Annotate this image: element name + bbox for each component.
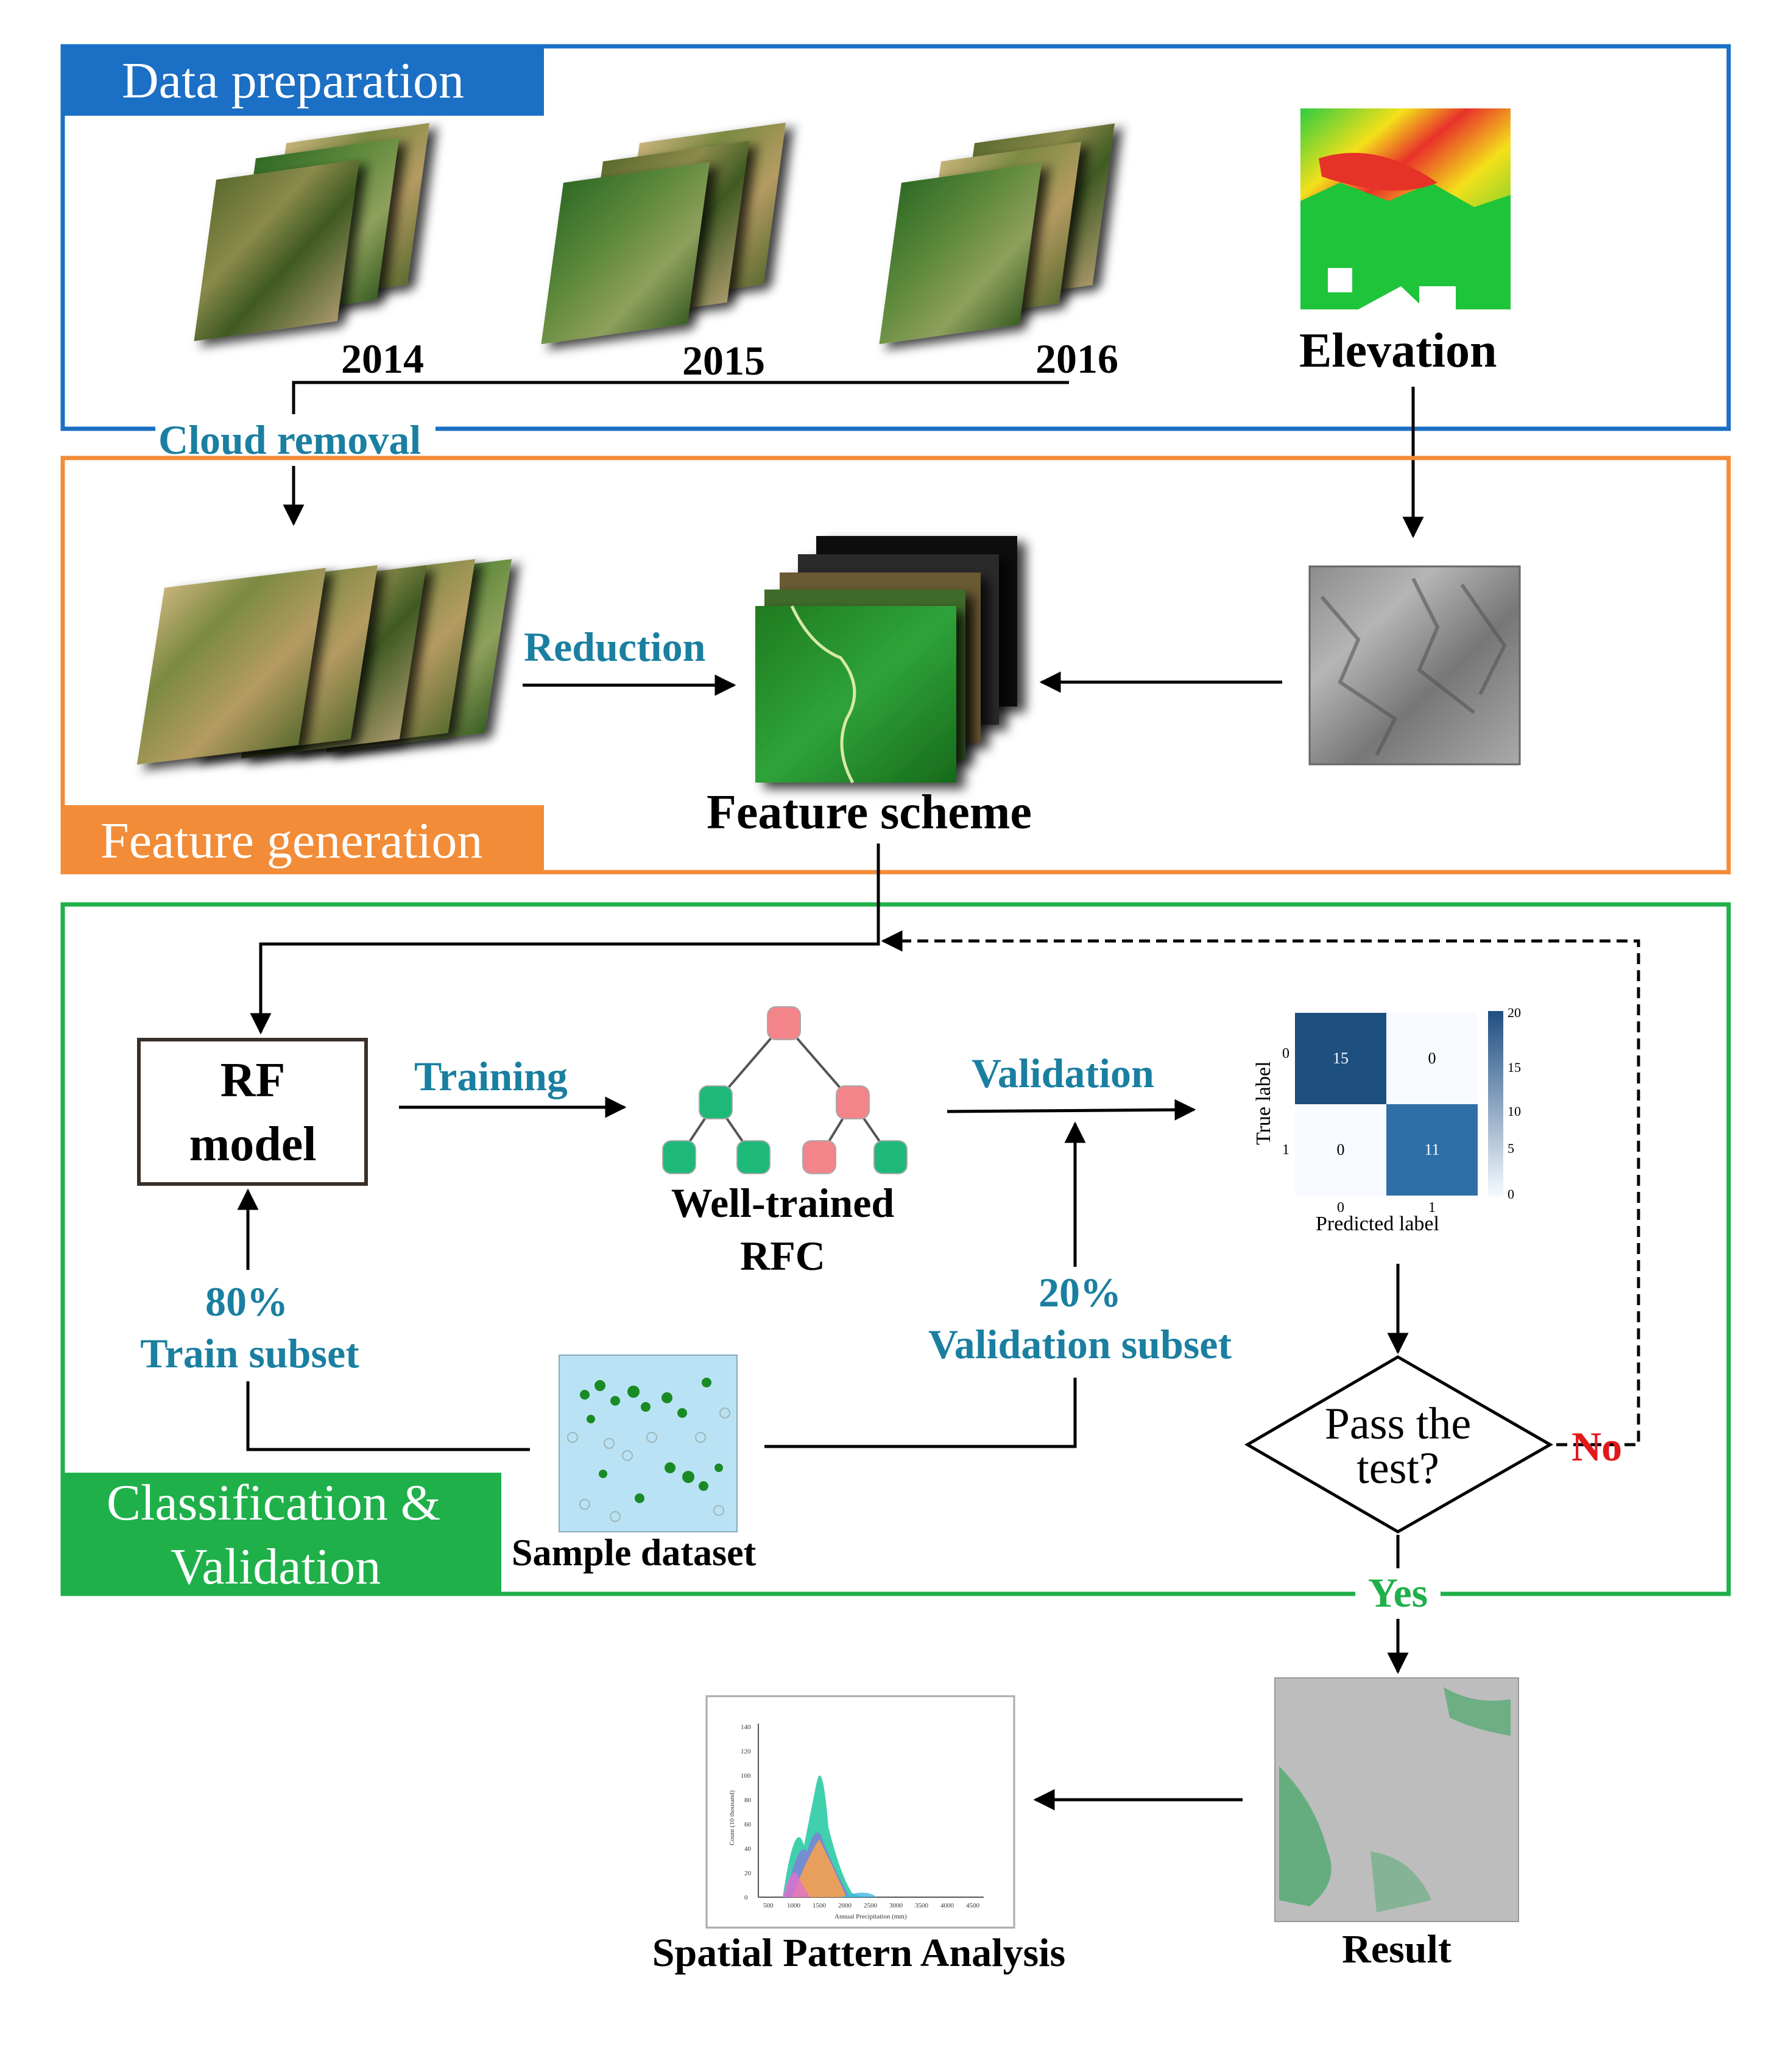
cm-value-10: 0 [1337,1141,1345,1158]
histogram-y-ticks: 0 20 40 60 80 100 120 140 [741,1724,752,1901]
decision-diamond[interactable] [1244,1355,1554,1534]
year-2015: 2015 [682,337,765,384]
yes-label-bg [1355,1570,1441,1618]
feature-to-rf-arrow [250,844,880,1035]
cm-cell-11 [1386,1104,1478,1196]
histogram-x-ticks: 500 1000 1500 2000 2500 3000 3500 4000 4… [763,1902,980,1909]
cm-cbar-tick-5: 5 [1508,1141,1514,1156]
cm-ylabel: True label [1252,1061,1275,1145]
hist-xtick: 3500 [915,1902,929,1909]
well-trained-label-line2: RFC [740,1233,825,1279]
cloud-removal-label-bg [155,417,436,463]
decision-label-line1: Pass the [1325,1399,1472,1449]
hillshade-image [1308,565,1521,766]
hist-ylabel: Count (10 thousand) [728,1790,736,1845]
hist-xtick: 1500 [813,1902,827,1909]
feature-generation-panel [60,456,1731,875]
image-stack-2016 [879,123,1115,345]
feature-generation-title: Feature generation [101,812,482,869]
cm-cbar-tick-15: 15 [1508,1060,1521,1075]
hist-ytick: 120 [741,1748,751,1755]
data-preparation-panel [60,44,1731,431]
elevation-map [1300,108,1511,309]
train-subset-label: Train subset [140,1330,359,1376]
validation-subset-line [764,1378,1077,1448]
hist-xtick: 4500 [966,1902,980,1909]
validation-subset-label: Validation subset [928,1321,1232,1367]
spatial-histogram [705,1695,1015,1929]
hist-ytick: 80 [744,1797,752,1804]
validation-arrow [947,1099,1196,1121]
hist-xtick: 4000 [940,1902,954,1909]
cm-cell-01 [1386,1013,1478,1104]
yes-label: Yes [1368,1570,1428,1616]
cloud-removal-bracket [292,381,1069,414]
train-percent-label: 80% [205,1278,288,1325]
training-label: Training [414,1053,568,1099]
cm-value-01: 0 [1428,1049,1436,1067]
hist-ytick: 40 [744,1845,752,1853]
cm-cell-00 [1295,1013,1386,1104]
rf-model-label-line2: model [189,1118,317,1171]
hist-xlabel: Annual Precipitation (mm) [834,1913,907,1920]
image-stack-2015 [541,122,786,345]
cm-cbar-tick-10: 10 [1508,1104,1521,1119]
rf-model-box[interactable] [137,1038,368,1186]
elevation-label: Elevation [1299,324,1497,378]
cm-col-tick-0: 0 [1337,1200,1344,1216]
year-2016: 2016 [1035,336,1118,382]
sample-dataset-label: Sample dataset [512,1532,757,1574]
feedback-dashed-arrow [881,930,1640,1446]
hist-xtick: 2000 [838,1902,852,1909]
well-trained-label-line1: Well-trained [671,1180,895,1226]
confusion-matrix: 15 0 0 11 0 1 0 1 True label Predicted l… [1252,1005,1521,1235]
hist-ytick: 60 [744,1821,752,1828]
hist-ytick: 100 [741,1772,751,1780]
hist-xtick: 1000 [787,1902,801,1909]
result-label: Result [1342,1927,1452,1971]
hist-ytick: 20 [744,1870,752,1877]
hist-xtick: 3000 [889,1902,903,1909]
reduction-label: Reduction [524,624,705,670]
cm-colorbar [1488,1011,1503,1197]
classification-title-box [63,1473,501,1594]
data-preparation-title: Data preparation [122,52,464,109]
train-subset-line [246,1381,530,1451]
image-stack-2014 [194,122,429,342]
cloud-removed-image-stack [136,559,512,765]
decision-label-line2: test? [1356,1443,1439,1493]
validation-label: Validation [972,1050,1154,1096]
cloud-removal-label: Cloud removal [158,417,421,463]
cm-cbar-tick-20: 20 [1508,1005,1521,1020]
hist-xtick: 2500 [864,1902,878,1909]
result-map [1274,1677,1519,1922]
cm-row-tick-1: 1 [1282,1142,1289,1158]
rf-model-label-line1: RF [220,1054,286,1107]
cm-row-tick-0: 0 [1282,1046,1289,1062]
cm-cbar-tick-0: 0 [1508,1186,1514,1202]
decision-tree-icon [662,1006,908,1174]
spatial-analysis-label: Spatial Pattern Analysis [652,1931,1065,1975]
sample-dataset-map [559,1355,738,1532]
feature-scheme-stack [755,536,1017,784]
cm-value-11: 11 [1424,1141,1439,1158]
cm-col-tick-1: 1 [1428,1200,1436,1216]
no-label: No [1572,1423,1622,1470]
cm-cell-10 [1295,1104,1386,1196]
feature-scheme-label: Feature scheme [707,786,1032,839]
data-preparation-title-box [63,46,544,116]
validation-percent-label: 20% [1039,1269,1121,1316]
cm-xlabel: Predicted label [1316,1213,1439,1235]
classification-title-line1: Classification & [107,1474,440,1531]
classification-title-line2: Validation [171,1538,381,1595]
feature-generation-title-box [63,805,544,872]
hist-xtick: 500 [763,1902,774,1909]
year-2014: 2014 [341,336,424,382]
hist-ytick: 140 [741,1724,751,1731]
cm-value-00: 15 [1333,1049,1349,1067]
hist-ytick: 0 [744,1894,748,1901]
classification-panel [60,902,1731,1596]
